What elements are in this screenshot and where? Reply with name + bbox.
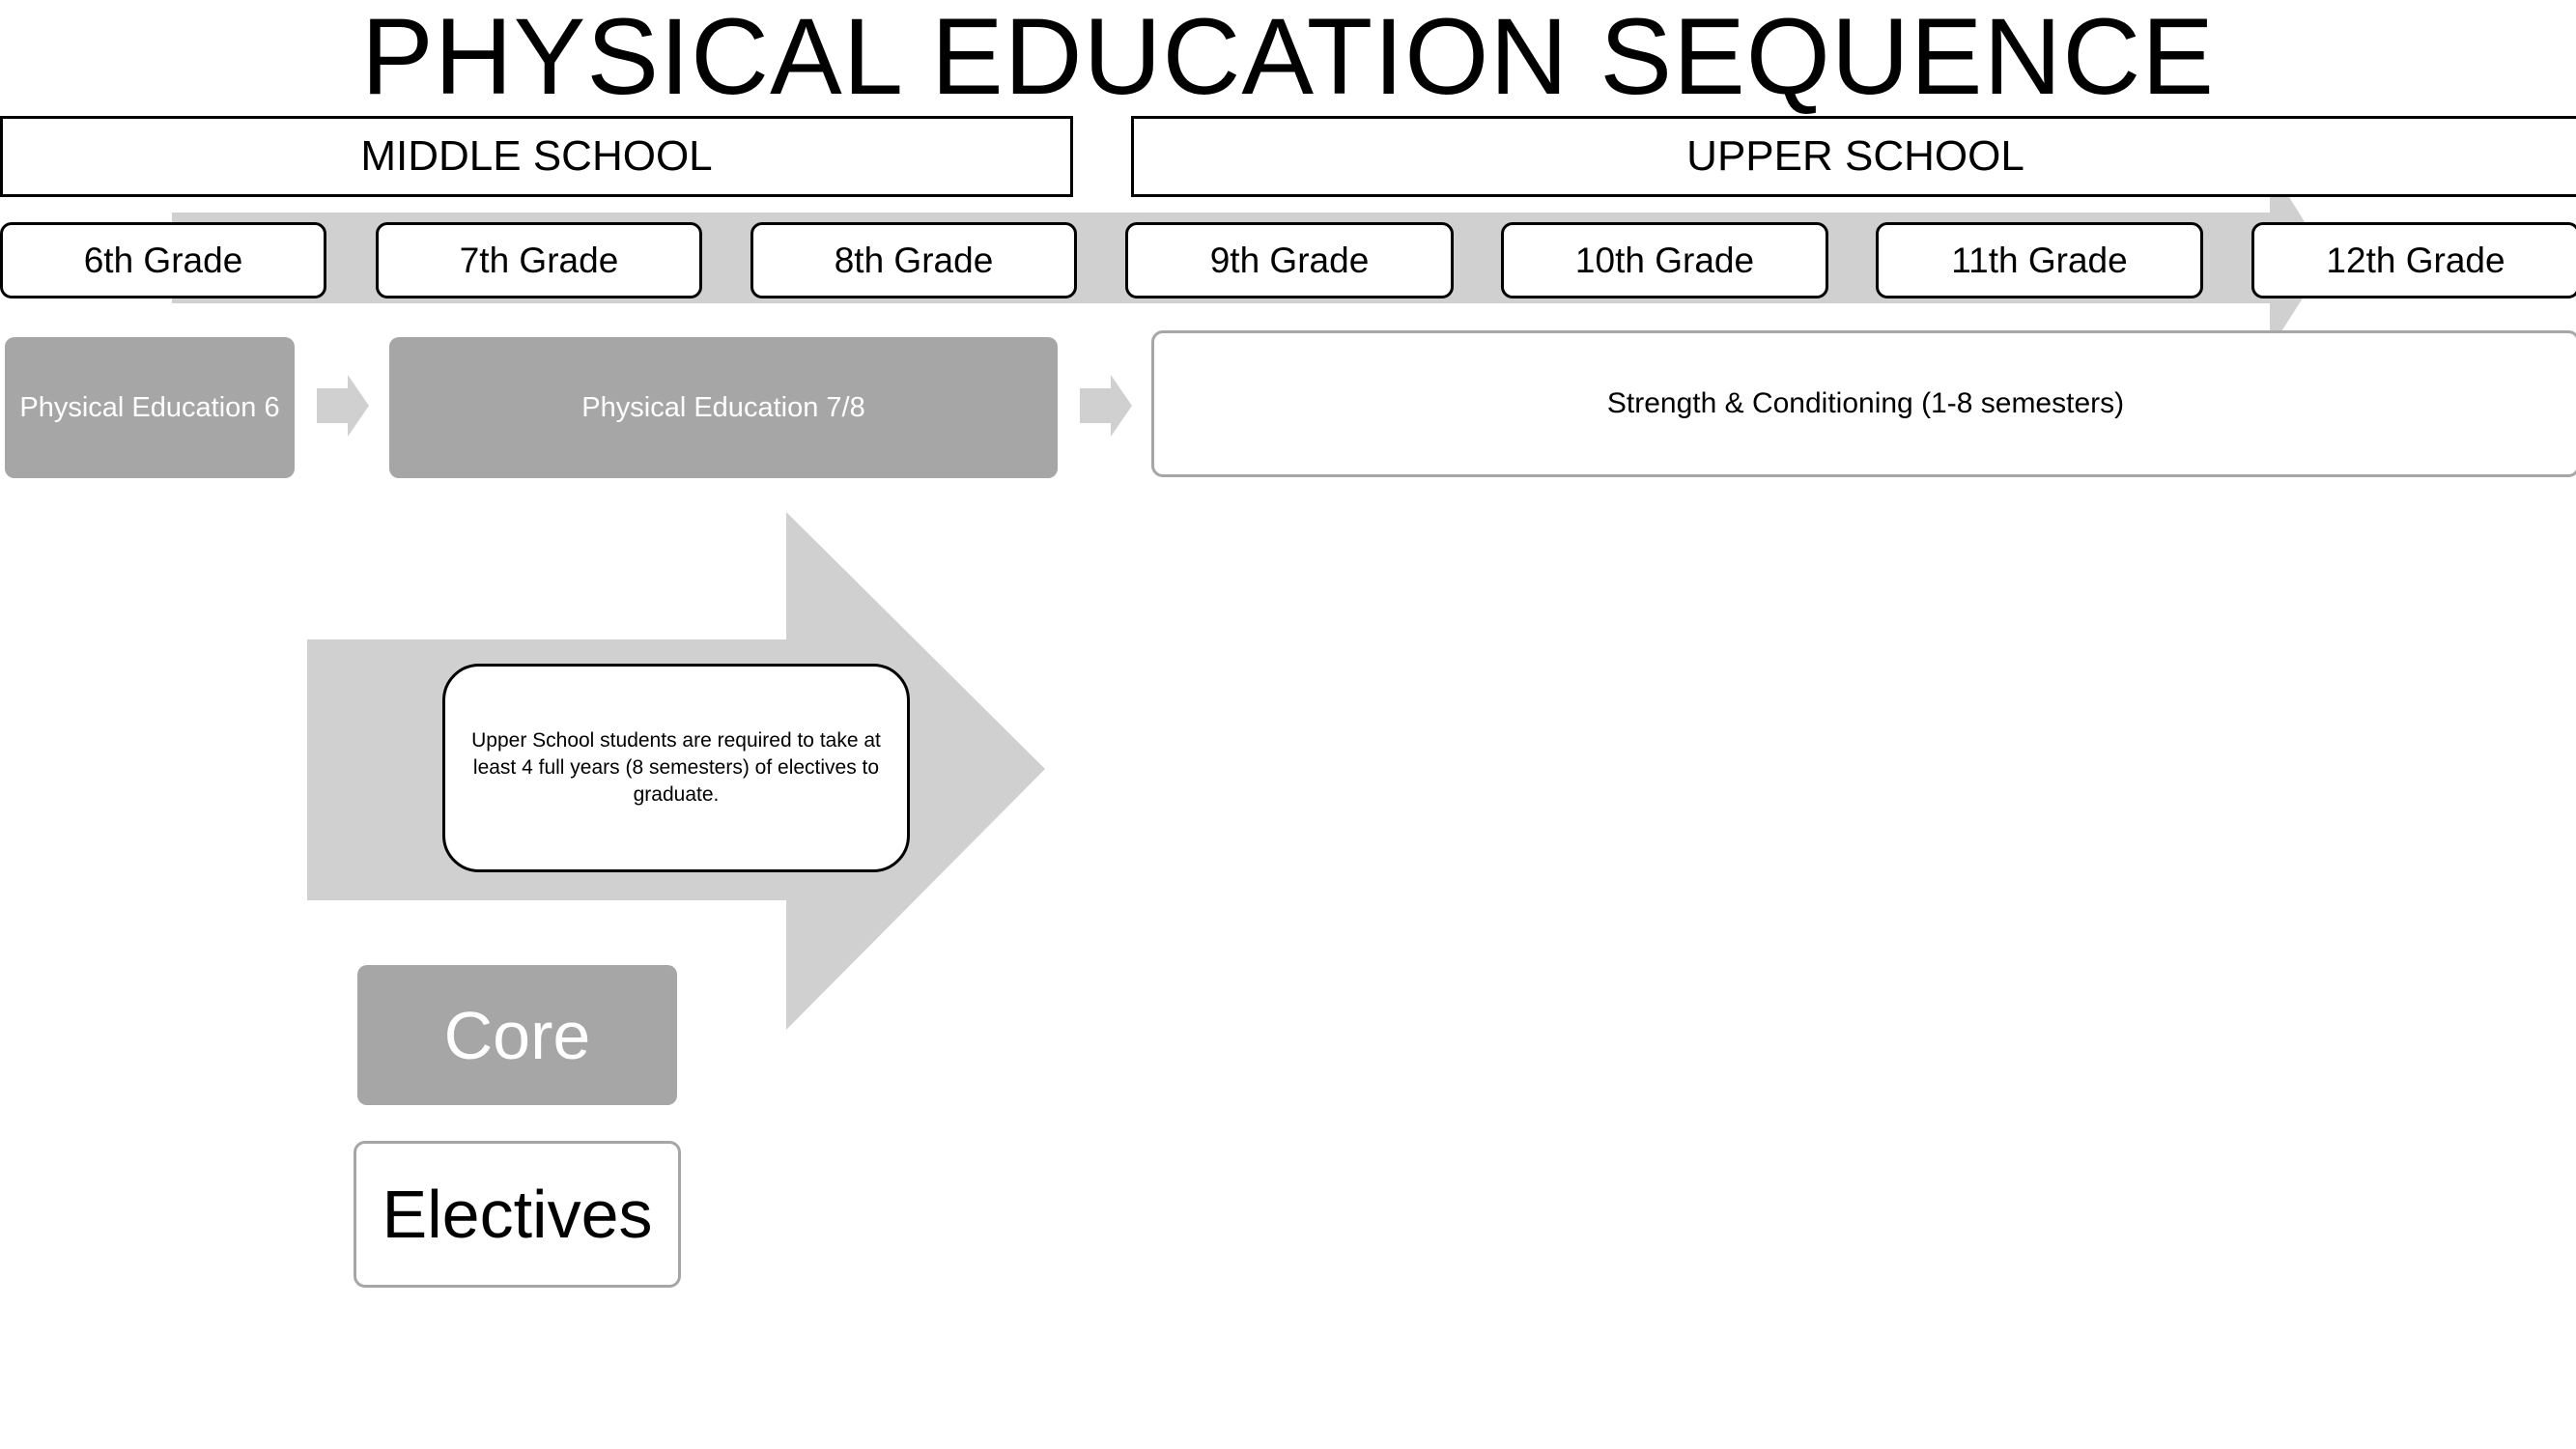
- course-strength-conditioning: Strength & Conditioning (1-8 semesters): [1151, 330, 2576, 477]
- grade-11: 11th Grade: [1876, 222, 2203, 298]
- legend-electives: Electives: [354, 1141, 681, 1288]
- graduation-requirement-note: Upper School students are required to ta…: [442, 664, 910, 872]
- legend-core: Core: [357, 965, 677, 1105]
- course-arrow-1: [317, 375, 369, 437]
- grade-12: 12th Grade: [2251, 222, 2576, 298]
- grade-6: 6th Grade: [0, 222, 326, 298]
- upper-school-header: UPPER SCHOOL: [1131, 116, 2576, 197]
- course-arrow-2: [1080, 375, 1132, 437]
- page-title: PHYSICAL EDUCATION SEQUENCE: [361, 0, 2215, 117]
- middle-school-header: MIDDLE SCHOOL: [0, 116, 1073, 197]
- grade-10: 10th Grade: [1501, 222, 1828, 298]
- grade-9: 9th Grade: [1125, 222, 1454, 298]
- grade-7: 7th Grade: [376, 222, 702, 298]
- grade-8: 8th Grade: [750, 222, 1077, 298]
- course-pe6: Physical Education 6: [5, 337, 295, 478]
- course-pe78: Physical Education 7/8: [389, 337, 1058, 478]
